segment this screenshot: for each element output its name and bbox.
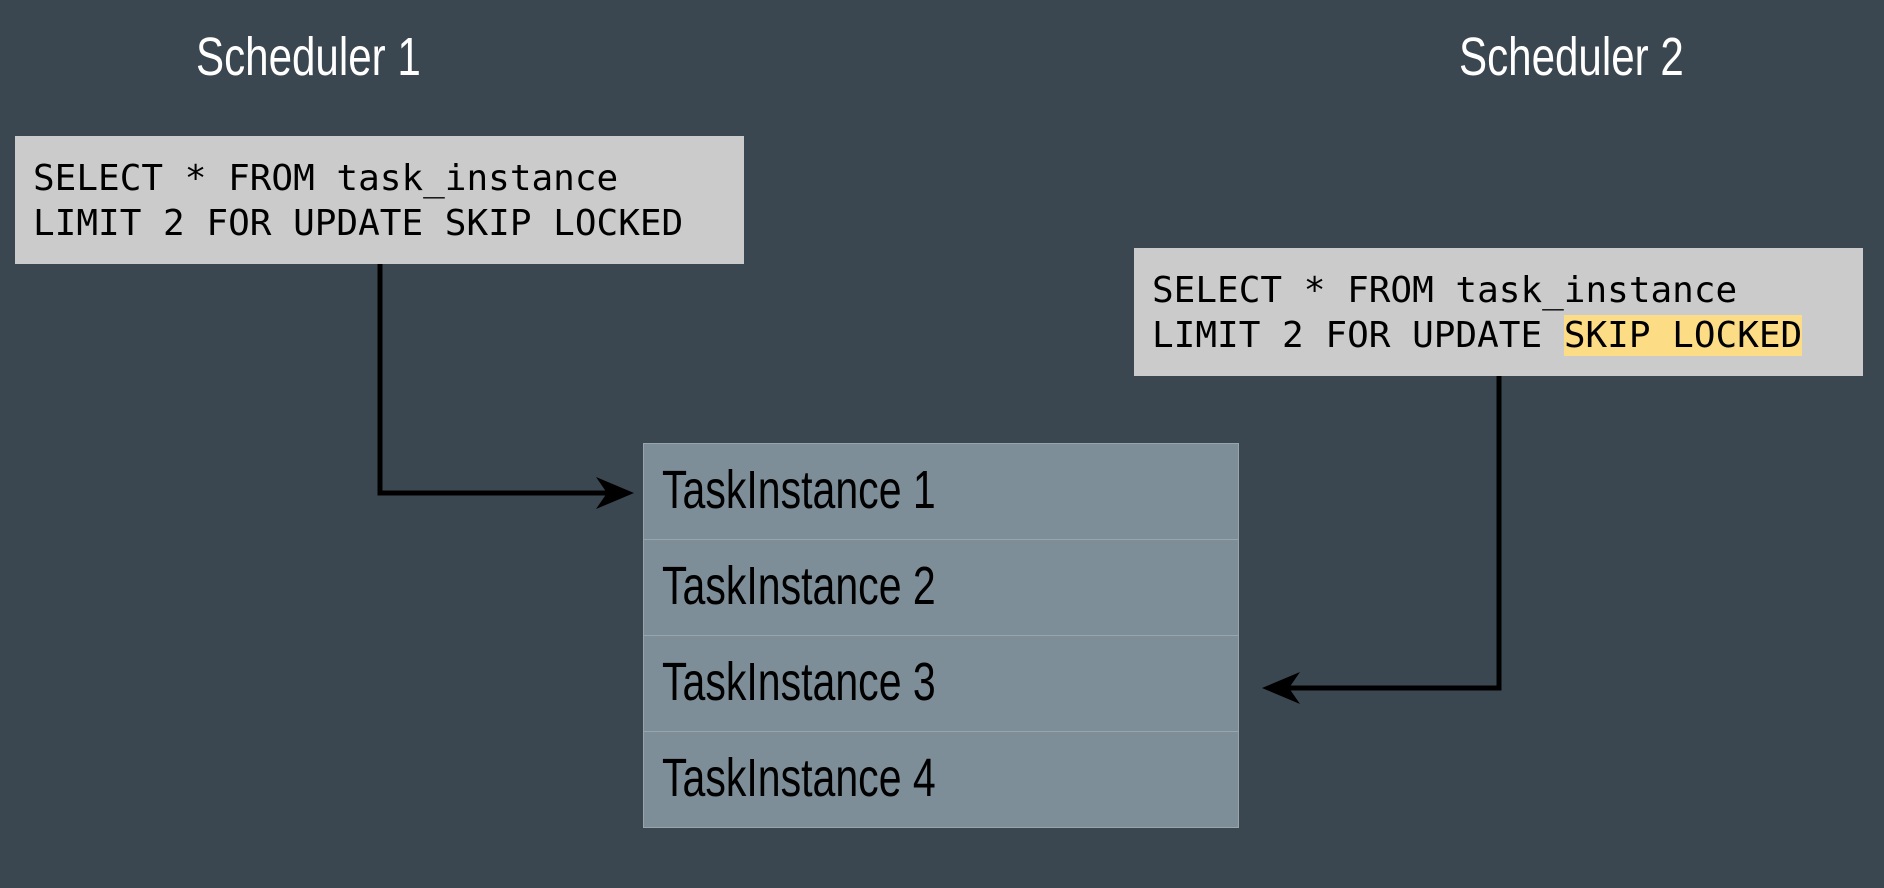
scheduler-2-title: Scheduler 2 [1459, 27, 1684, 87]
task-instance-label: TaskInstance 2 [662, 556, 936, 616]
scheduler-2-query-box: SELECT * FROM task_instance LIMIT 2 FOR … [1134, 248, 1863, 376]
task-instance-label: TaskInstance 1 [662, 460, 936, 520]
scheduler-2-arrowhead [1262, 672, 1300, 704]
scheduler-2-query-line-2-prefix: LIMIT 2 FOR UPDATE [1152, 315, 1564, 356]
scheduler-1-title: Scheduler 1 [196, 27, 421, 87]
scheduler-1-query-box: SELECT * FROM task_instance LIMIT 2 FOR … [15, 136, 744, 264]
scheduler-1-arrowhead [596, 477, 634, 509]
scheduler-2-query-line-1: SELECT * FROM task_instance [1152, 270, 1738, 311]
scheduler-1-query-line-1: SELECT * FROM task_instance [33, 158, 619, 199]
task-instance-label: TaskInstance 4 [662, 748, 936, 808]
scheduler-1-query-line-2: LIMIT 2 FOR UPDATE SKIP LOCKED [33, 203, 684, 244]
task-instance-row: TaskInstance 2 [644, 540, 1238, 636]
task-instance-label: TaskInstance 3 [662, 652, 936, 712]
skip-locked-highlight: SKIP LOCKED [1563, 315, 1803, 356]
task-instance-row: TaskInstance 1 [644, 444, 1238, 540]
task-instance-row: TaskInstance 3 [644, 636, 1238, 732]
scheduler-1-arrow [377, 264, 610, 496]
task-instance-table: TaskInstance 1 TaskInstance 2 TaskInstan… [643, 443, 1239, 828]
task-instance-row: TaskInstance 4 [644, 732, 1238, 827]
scheduler-2-arrow [1288, 376, 1502, 691]
